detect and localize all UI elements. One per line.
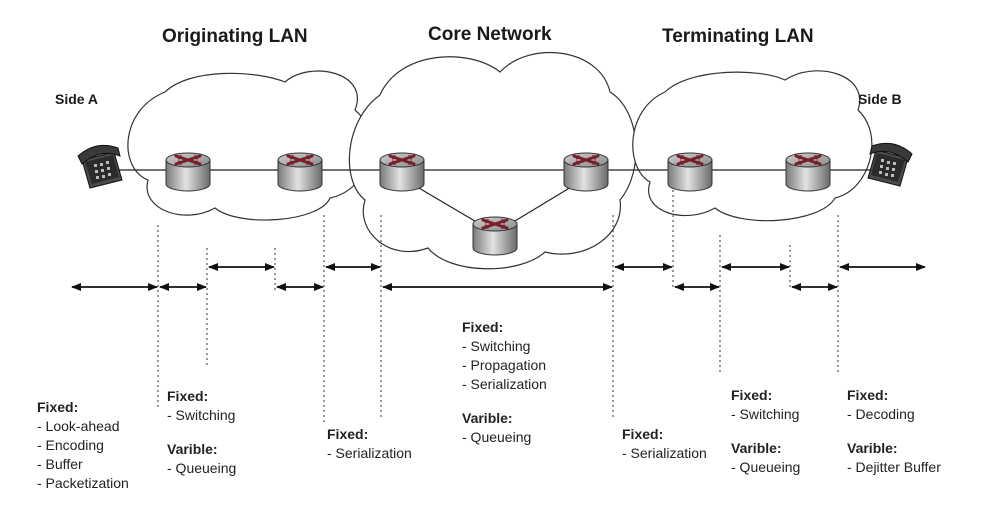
delay-item: - Queueing [167, 460, 237, 476]
delay-item: - Buffer [37, 456, 83, 472]
delay-item: - Dejitter Buffer [847, 459, 941, 475]
term-link-delay-block: Fixed: - Serialization [622, 425, 707, 463]
telephone-icon [77, 144, 123, 189]
fixed-label: Fixed: [847, 387, 889, 403]
delay-item: - Switching [462, 338, 531, 354]
fixed-label: Fixed: [462, 319, 504, 335]
term-router-delay-block: Fixed: - Switching Varible: - Queueing [731, 386, 800, 477]
delay-item: - Look-ahead [37, 418, 120, 434]
originating-lan-cloud [127, 70, 372, 221]
delay-item: - Propagation [462, 357, 547, 373]
delay-item: - Queueing [462, 429, 532, 445]
delay-item: - Serialization [462, 376, 547, 392]
fixed-label: Fixed: [622, 426, 664, 442]
delay-item: - Packetization [37, 475, 129, 491]
delay-item: - Decoding [847, 406, 915, 422]
delay-item: - Switching [167, 407, 236, 423]
title-terminating-lan: Terminating LAN [662, 26, 814, 47]
title-core-network: Core Network [428, 24, 552, 45]
delay-item: - Encoding [37, 437, 104, 453]
variable-label: Varible: [847, 440, 898, 456]
router-icon [562, 151, 610, 193]
segment-boundaries [157, 190, 839, 425]
router-icon [164, 151, 212, 193]
router-icon [276, 151, 324, 193]
router-icon [784, 151, 832, 193]
delay-item: - Serialization [622, 445, 707, 461]
telephone-icon [867, 142, 913, 187]
core-delay-block: Fixed: - Switching - Propagation - Seria… [462, 318, 547, 447]
delay-item: - Queueing [731, 459, 801, 475]
receiver-delay-block: Fixed: - Decoding Varible: - Dejitter Bu… [847, 386, 941, 477]
core-network-cloud [348, 52, 637, 270]
variable-label: Varible: [167, 441, 218, 457]
variable-label: Varible: [462, 410, 513, 426]
fixed-label: Fixed: [37, 399, 79, 415]
delay-item: - Serialization [327, 445, 412, 461]
sender-delay-block: Fixed: - Look-ahead - Encoding - Buffer … [37, 398, 129, 493]
orig-link-delay-block: Fixed: - Serialization [327, 425, 412, 463]
fixed-label: Fixed: [327, 426, 369, 442]
delay-span-arrows [71, 263, 926, 291]
side-a-label: Side A [55, 91, 99, 107]
variable-label: Varible: [731, 440, 782, 456]
fixed-label: Fixed: [167, 388, 209, 404]
fixed-label: Fixed: [731, 387, 773, 403]
delay-item: - Switching [731, 406, 800, 422]
terminating-lan-cloud [632, 70, 873, 222]
orig-router-delay-block: Fixed: - Switching Varible: - Queueing [167, 387, 236, 478]
title-originating-lan: Originating LAN [162, 26, 308, 47]
router-icon [378, 151, 426, 193]
router-icon [666, 151, 714, 193]
router-icon [471, 215, 519, 257]
side-b-label: Side B [858, 91, 902, 107]
